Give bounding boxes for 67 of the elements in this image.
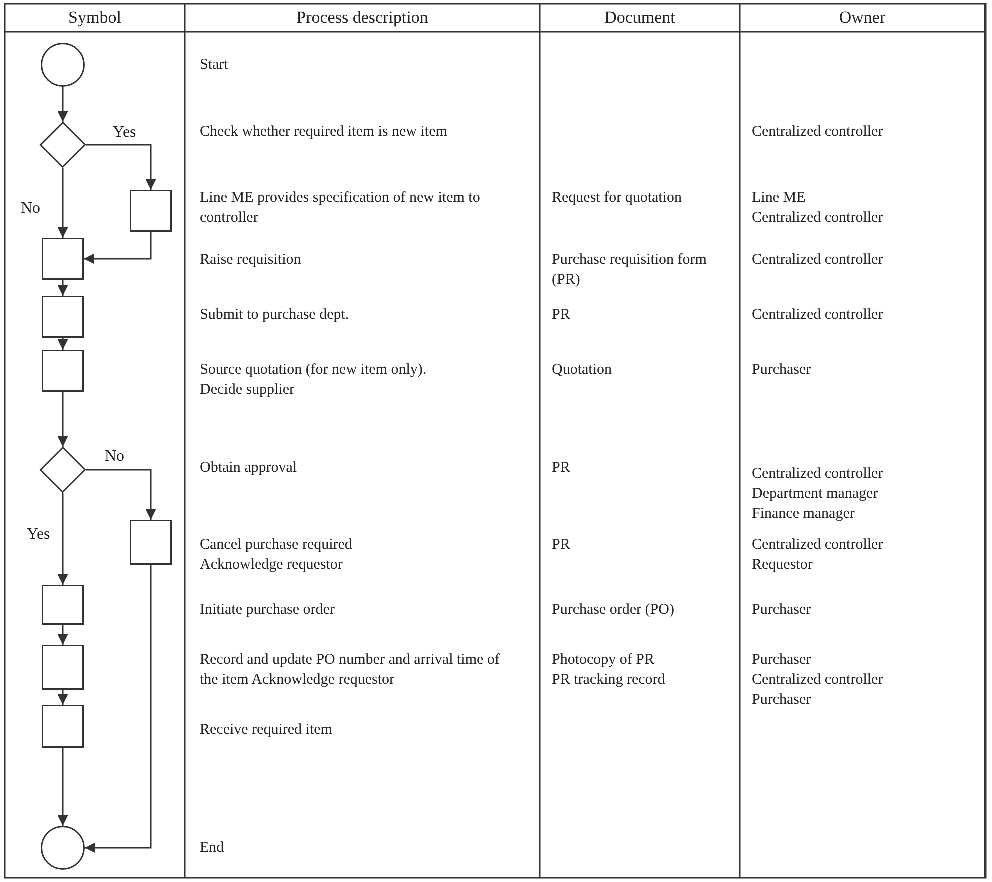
arrow xyxy=(58,87,68,122)
process-step-text: Line ME provides specification of new item to controller xyxy=(200,189,482,228)
process-step-text: Raise requisition xyxy=(200,251,302,270)
terminal-circle xyxy=(41,826,85,870)
process-box xyxy=(42,238,84,280)
arrow xyxy=(85,565,152,854)
document-text: Request for quotation xyxy=(552,189,682,208)
owner-text: Purchaser xyxy=(752,691,812,710)
process-step-text: Decide supplier xyxy=(200,381,295,400)
process-box xyxy=(42,350,84,392)
process-box xyxy=(130,190,172,232)
owner-text: Centralized controller xyxy=(752,251,884,270)
arrow xyxy=(58,392,68,447)
column-header: Owner xyxy=(838,7,887,29)
process-step-text: Cancel purchase required xyxy=(200,536,352,555)
column-header: Symbol xyxy=(68,7,122,29)
process-step-text: Acknowledge requestor xyxy=(200,556,343,575)
document-text: PR tracking record xyxy=(552,671,666,690)
process-box xyxy=(42,705,84,748)
arrow xyxy=(84,232,152,264)
owner-text: Finance manager xyxy=(752,505,855,524)
owner-text: Department manager xyxy=(752,485,878,504)
process-step-text: Submit to purchase dept. xyxy=(200,306,350,325)
process-step-text: Obtain approval xyxy=(200,459,298,478)
owner-text: Centralized controller xyxy=(752,536,884,555)
arrow xyxy=(58,690,68,705)
process-step-text: Receive required item xyxy=(200,721,332,740)
arrow xyxy=(58,748,68,826)
process-box xyxy=(42,645,84,690)
document-text: PR xyxy=(552,306,570,325)
owner-text: Line ME xyxy=(752,189,806,208)
process-step-text: End xyxy=(200,839,224,858)
column-header: Document xyxy=(604,7,676,29)
arrow xyxy=(58,625,68,645)
document-text: PR xyxy=(552,459,570,478)
owner-text: Centralized controller xyxy=(752,465,884,484)
process-step-text: Check whether required item is new item xyxy=(200,123,448,142)
process-box xyxy=(42,296,84,338)
owner-text: Centralized controller xyxy=(752,306,884,325)
document-text: Photocopy of PR xyxy=(552,651,655,670)
arrow xyxy=(86,469,156,520)
process-box xyxy=(42,585,84,625)
decision-diamond xyxy=(40,122,86,168)
decision-diamond xyxy=(40,447,86,493)
process-step-text: Start xyxy=(200,56,228,75)
arrow xyxy=(58,168,68,238)
arrow xyxy=(86,144,156,190)
process-step-text: Source quotation (for new item only). xyxy=(200,361,427,380)
process-step-text: Record and update PO number and arrival time of the item Acknowledge requestor xyxy=(200,651,501,690)
document-text: Purchase requisition form (PR) xyxy=(552,251,708,290)
owner-text: Purchaser xyxy=(752,651,812,670)
owner-text: Purchaser xyxy=(752,601,812,620)
owner-text: Centralized controller xyxy=(752,209,884,228)
owner-text: Requestor xyxy=(752,556,813,575)
document-text: Quotation xyxy=(552,361,612,380)
process-step-text: Initiate purchase order xyxy=(200,601,335,620)
terminal-circle xyxy=(41,43,85,87)
arrow xyxy=(58,338,68,350)
arrow xyxy=(58,280,68,296)
owner-text: Centralized controller xyxy=(752,123,884,142)
process-box xyxy=(130,520,172,565)
document-text: Purchase order (PO) xyxy=(552,601,674,620)
arrow xyxy=(58,493,68,585)
owner-text: Centralized controller xyxy=(752,671,884,690)
owner-text: Purchaser xyxy=(752,361,812,380)
document-text: PR xyxy=(552,536,570,555)
column-header: Process description xyxy=(296,7,430,29)
